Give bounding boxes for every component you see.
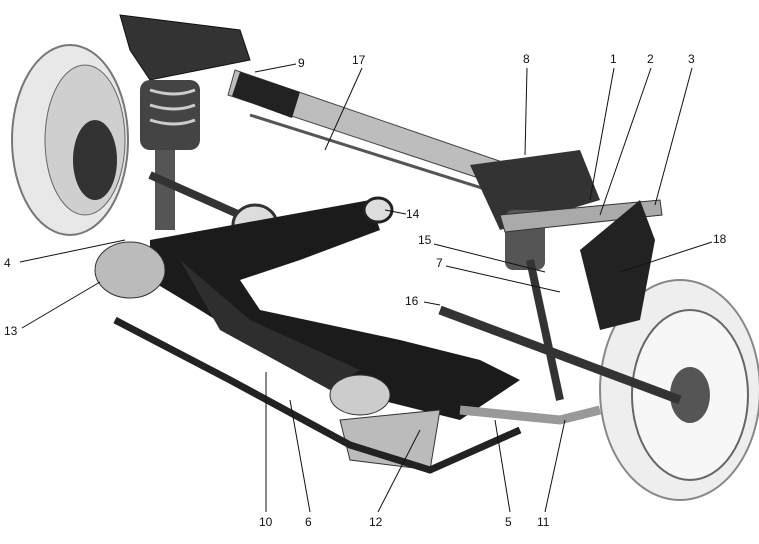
callout-5: 5 [505, 515, 512, 529]
left-wheel [11, 44, 129, 236]
callout-2: 2 [647, 52, 654, 66]
left-strut [119, 14, 251, 230]
callout-18: 18 [713, 232, 727, 246]
callout-1: 1 [610, 52, 617, 66]
callout-10: 10 [259, 515, 273, 529]
right-strut [470, 150, 663, 401]
callout-7: 7 [436, 256, 443, 270]
callout-14: 14 [406, 207, 420, 221]
subframe [94, 196, 520, 471]
callout-8: 8 [523, 52, 530, 66]
callout-4: 4 [4, 256, 11, 270]
callout-17: 17 [352, 53, 366, 67]
callout-11: 11 [537, 515, 550, 529]
callout-6: 6 [305, 515, 312, 529]
callout-13: 13 [4, 324, 18, 338]
leader-lines [19, 63, 713, 513]
anti-roll-bar [113, 316, 602, 474]
right-driveshaft [438, 200, 682, 405]
callout-12: 12 [369, 515, 383, 529]
callout-9: 9 [298, 56, 305, 70]
callout-3: 3 [688, 52, 695, 66]
callout-16: 16 [405, 294, 419, 308]
right-wheel [599, 279, 759, 501]
callout-15: 15 [418, 233, 432, 247]
